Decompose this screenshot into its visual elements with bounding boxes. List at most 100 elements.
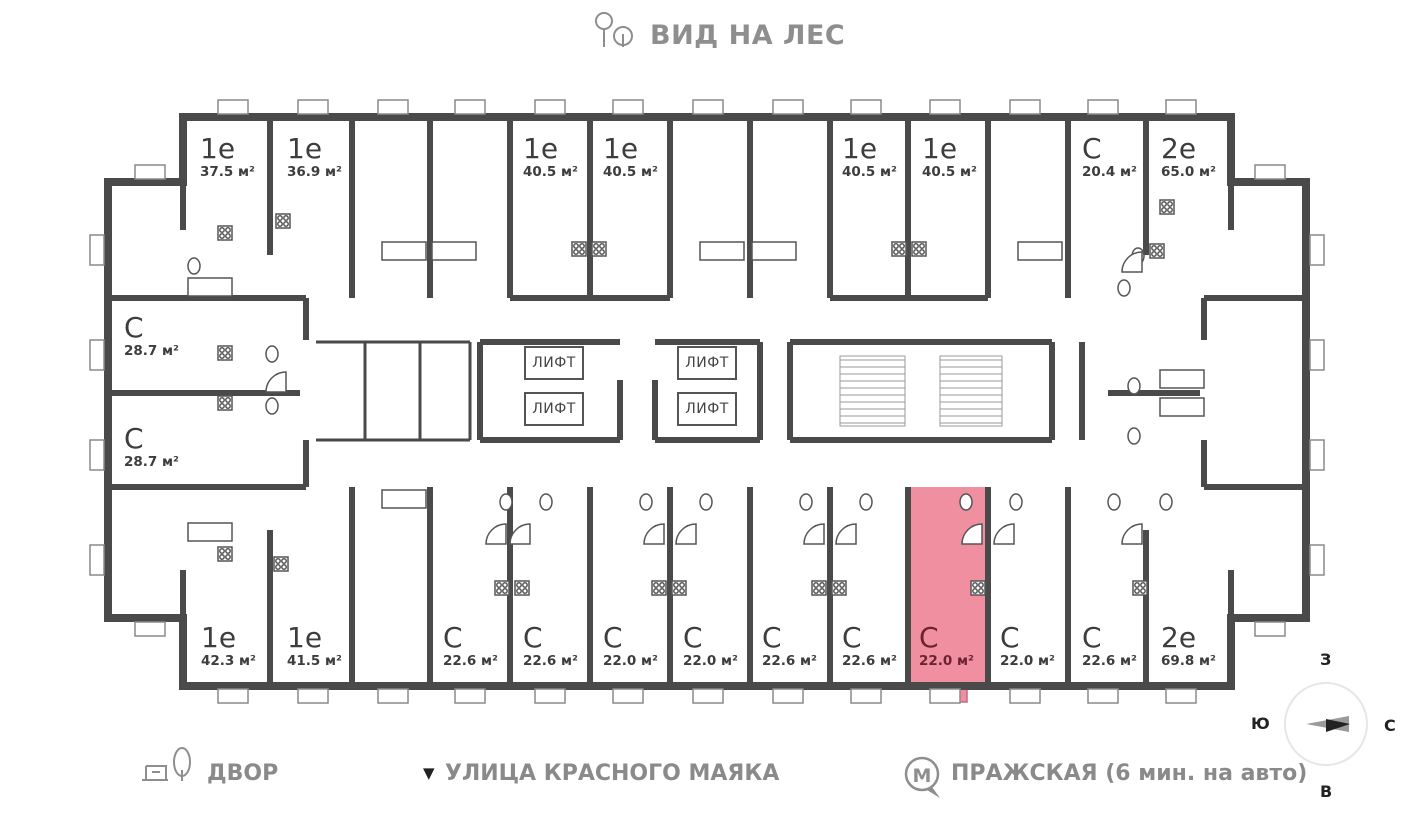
windows <box>89 99 1325 704</box>
apartment-top-1[interactable]: 1е 37.5 м² <box>200 134 290 181</box>
apartment-left-2[interactable]: С 28.7 м² <box>124 422 214 471</box>
stove-icon <box>591 241 607 257</box>
shower-icon <box>993 523 1015 545</box>
street-label: УЛИЦА КРАСНОГО МАЯКА <box>445 761 780 786</box>
bathtub <box>1017 241 1063 261</box>
stair-flight <box>839 355 906 427</box>
apartment-bottom-4[interactable]: С 22.6 м² <box>523 623 613 670</box>
window <box>297 99 329 115</box>
window <box>929 99 961 115</box>
toilet-icon <box>187 257 201 275</box>
shower-icon <box>803 523 825 545</box>
apartment-bottom-1[interactable]: 1е 42.3 м² <box>201 623 291 670</box>
window <box>534 688 566 704</box>
apartment-bottom-10[interactable]: С 22.0 м² <box>1000 623 1090 670</box>
apartment-bottom-12[interactable]: 2е 69.8 м² <box>1161 623 1251 670</box>
stove-icon <box>217 395 233 411</box>
apartment-top-4[interactable]: 1е 40.5 м² <box>603 134 693 181</box>
window <box>1309 544 1325 576</box>
stove-icon <box>1149 243 1165 259</box>
lift-label: ЛИФТ <box>524 346 584 380</box>
window <box>217 99 249 115</box>
apartment-area: 41.5 м² <box>287 653 342 669</box>
apartment-area: 22.6 м² <box>443 653 498 669</box>
stair-flight <box>939 355 1003 427</box>
apartment-type: С <box>683 621 703 654</box>
window <box>772 99 804 115</box>
window <box>89 439 105 471</box>
apartment-top-2[interactable]: 1е 36.9 м² <box>287 134 377 181</box>
apartment-bottom-6[interactable]: С 22.0 м² <box>683 621 773 670</box>
toilet-icon <box>499 493 513 511</box>
lift-label: ЛИФТ <box>677 346 737 380</box>
window <box>454 99 486 115</box>
toilet-icon <box>1127 377 1141 395</box>
apartment-top-3[interactable]: 1е 40.5 м² <box>523 132 613 181</box>
apartment-left-1[interactable]: С 28.7 м² <box>124 311 214 360</box>
stove-icon <box>970 580 986 596</box>
apartment-top-7[interactable]: С 20.4 м² <box>1082 134 1172 181</box>
apartment-top-5[interactable]: 1е 40.5 м² <box>842 134 932 181</box>
stove-icon <box>911 241 927 257</box>
window <box>692 99 724 115</box>
apartment-type: С <box>124 422 144 455</box>
compass-east: С <box>1384 716 1396 735</box>
apartment-top-6[interactable]: 1е 40.5 м² <box>922 134 1012 181</box>
shower-icon <box>1121 251 1143 273</box>
window <box>692 688 724 704</box>
apartment-type: 1е <box>523 132 559 165</box>
apartment-area: 42.3 м² <box>201 653 256 669</box>
stove-icon <box>651 580 667 596</box>
window <box>134 621 166 637</box>
compass-circle <box>1284 682 1368 766</box>
window <box>1309 439 1325 471</box>
apartment-bottom-11[interactable]: С 22.6 м² <box>1082 623 1172 670</box>
apartment-bottom-5[interactable]: С 22.0 м² <box>603 621 693 670</box>
apartment-bottom-3[interactable]: С 22.6 м² <box>443 623 533 670</box>
apartment-area: 22.6 м² <box>1082 653 1137 669</box>
shower-icon <box>835 523 857 545</box>
lift-label: ЛИФТ <box>677 392 737 426</box>
compass-north: З <box>1320 650 1332 669</box>
window <box>89 339 105 371</box>
bathtub <box>1159 397 1205 417</box>
apartment-bottom-9-selected[interactable]: С 22.0 м² <box>919 623 1009 670</box>
apartment-bottom-8[interactable]: С 22.6 м² <box>842 623 932 670</box>
window <box>1165 99 1197 115</box>
window <box>89 234 105 266</box>
apartment-type: С <box>603 621 623 654</box>
apartment-bottom-2[interactable]: 1е 41.5 м² <box>287 623 377 670</box>
window <box>217 688 249 704</box>
apartment-area: 40.5 м² <box>603 164 658 180</box>
staircase <box>839 355 1003 427</box>
bathtub <box>1159 369 1205 389</box>
window <box>1009 688 1041 704</box>
window <box>89 544 105 576</box>
stove-icon <box>1159 199 1175 215</box>
window <box>772 688 804 704</box>
courtyard-label: ДВОР <box>207 761 279 786</box>
shower-icon <box>643 523 665 545</box>
bathtub <box>381 241 427 261</box>
stove-icon <box>273 556 289 572</box>
bathtub <box>187 277 233 297</box>
apartment-area: 22.6 м² <box>523 653 578 669</box>
toilet-icon <box>1127 427 1141 445</box>
apartment-type: С <box>124 311 144 344</box>
window <box>534 99 566 115</box>
apartment-area: 20.4 м² <box>1082 164 1137 180</box>
toilet-icon <box>859 493 873 511</box>
window <box>1254 621 1286 637</box>
tree-icon <box>595 12 633 47</box>
window <box>1087 688 1119 704</box>
shower-icon <box>485 523 507 545</box>
apartment-top-8[interactable]: 2е 65.0 м² <box>1161 134 1251 181</box>
window <box>377 688 409 704</box>
stove-icon <box>217 546 233 562</box>
stove-icon <box>217 225 233 241</box>
bathroom-fixtures <box>187 199 1205 596</box>
apartment-bottom-7[interactable]: С 22.6 м² <box>762 623 852 670</box>
lift-label: ЛИФТ <box>524 392 584 426</box>
